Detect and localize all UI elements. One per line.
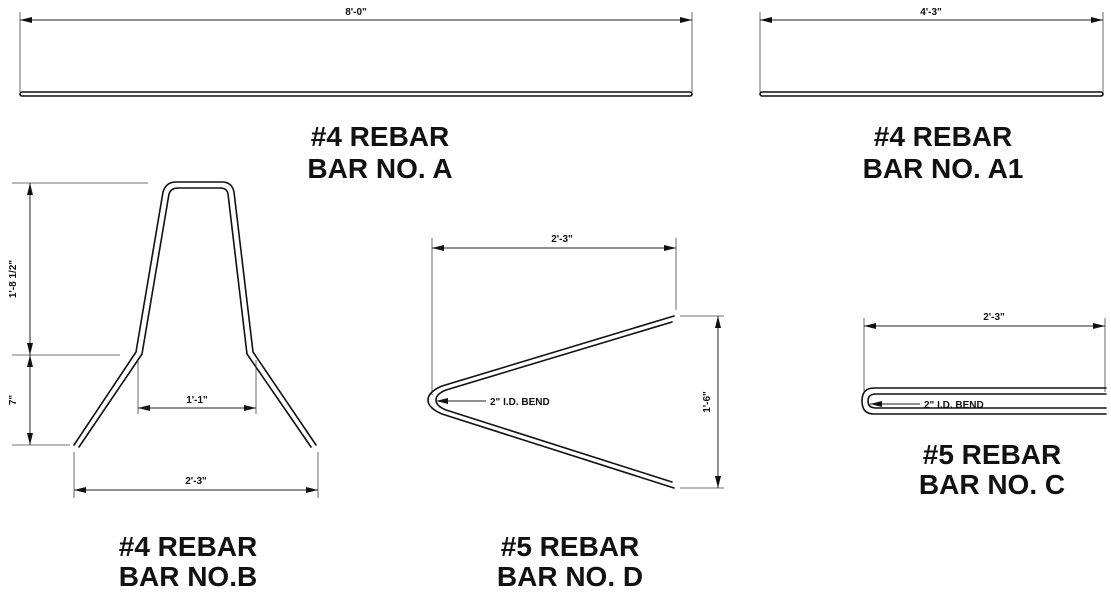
bar-c-title-line1: #5 REBAR	[923, 439, 1061, 470]
bar-a-title-line2: BAR NO. A	[307, 153, 452, 184]
bar-d-arrow-right	[664, 245, 676, 251]
bar-d-height-arrow-top	[715, 316, 721, 328]
bar-a1-detail: 4'-3" #4 REBAR BAR NO. A1	[759, 7, 1104, 184]
bar-d-width-label: 2'-3"	[551, 234, 573, 245]
bar-b-rebar-inner	[78, 187, 312, 448]
bar-b-base-arrow-left	[74, 487, 86, 493]
bar-a-title-line1: #4 REBAR	[311, 121, 449, 152]
bar-b-arrow-top	[27, 183, 33, 195]
bar-d-height-label: 1'-6"	[702, 391, 713, 413]
bar-b-inner-arrow-right	[244, 405, 256, 411]
bar-b-inner-arrow-left	[138, 405, 150, 411]
bar-a1-rebar	[759, 91, 1104, 97]
bar-b-inner-width-label: 1'-1"	[186, 395, 208, 406]
bar-c-title-line2: BAR NO. C	[919, 469, 1065, 500]
bar-b-arrow-bottom	[27, 433, 33, 445]
bar-d-title-line2: BAR NO. D	[497, 561, 643, 592]
bar-b-base-width-label: 2'-3"	[185, 476, 207, 487]
bar-a-arrow-left	[20, 17, 32, 23]
bar-b-arrow-middle-up	[27, 343, 33, 355]
bar-b-height-upper-label: 1'-8 1/2"	[8, 260, 19, 299]
bar-b-height-lower-label: 7"	[8, 395, 19, 406]
bar-c-arrow-left	[864, 323, 876, 329]
bar-c-bend-note: 2" I.D. BEND	[924, 400, 984, 411]
bar-a-dimension-label: 8'-0"	[345, 7, 367, 18]
bar-b-title-line2: BAR NO.B	[119, 561, 257, 592]
bar-d-arrow-left	[432, 245, 444, 251]
bar-d-bend-arrow	[436, 398, 448, 404]
bar-a1-arrow-left	[760, 17, 772, 23]
bar-d-bend-note: 2" I.D. BEND	[490, 397, 550, 408]
bar-c-rebar-inner	[867, 393, 1107, 409]
bar-a-arrow-right	[680, 17, 692, 23]
bar-a1-title-line2: BAR NO. A1	[863, 153, 1024, 184]
bar-a1-title-line1: #4 REBAR	[874, 121, 1012, 152]
bar-a-detail: 8'-0" #4 REBAR BAR NO. A	[19, 7, 693, 184]
bar-a1-dimension-label: 4'-3"	[920, 7, 942, 18]
bar-c-detail: 2'-3" 2" I.D. BEND #5 REBAR BAR NO. C	[861, 312, 1107, 500]
bar-b-title-line1: #4 REBAR	[119, 531, 257, 562]
bar-d-rebar-inner	[435, 321, 673, 483]
bar-c-bend-arrow	[870, 401, 882, 407]
bar-a1-arrow-right	[1091, 17, 1103, 23]
bar-c-dimension-label: 2'-3"	[983, 312, 1005, 323]
bar-b-arrow-middle-down	[27, 355, 33, 367]
bar-b-base-arrow-right	[306, 487, 318, 493]
bar-d-title-line1: #5 REBAR	[501, 531, 639, 562]
bar-a-rebar	[19, 91, 693, 97]
bar-d-height-arrow-bottom	[715, 476, 721, 488]
bar-c-arrow-right	[1093, 323, 1105, 329]
bar-d-detail: 2'-3" 2" I.D. BEND 1'-6" #5 REBAR BAR NO…	[427, 234, 724, 592]
bar-b-detail: 1'-8 1/2" 7" 1'-1" 2'-3" #4 REBAR BAR NO…	[8, 181, 319, 592]
bar-b-rebar-outer	[73, 181, 317, 446]
bar-c-rebar-outer	[861, 387, 1107, 415]
bar-d-rebar-outer	[427, 315, 675, 489]
